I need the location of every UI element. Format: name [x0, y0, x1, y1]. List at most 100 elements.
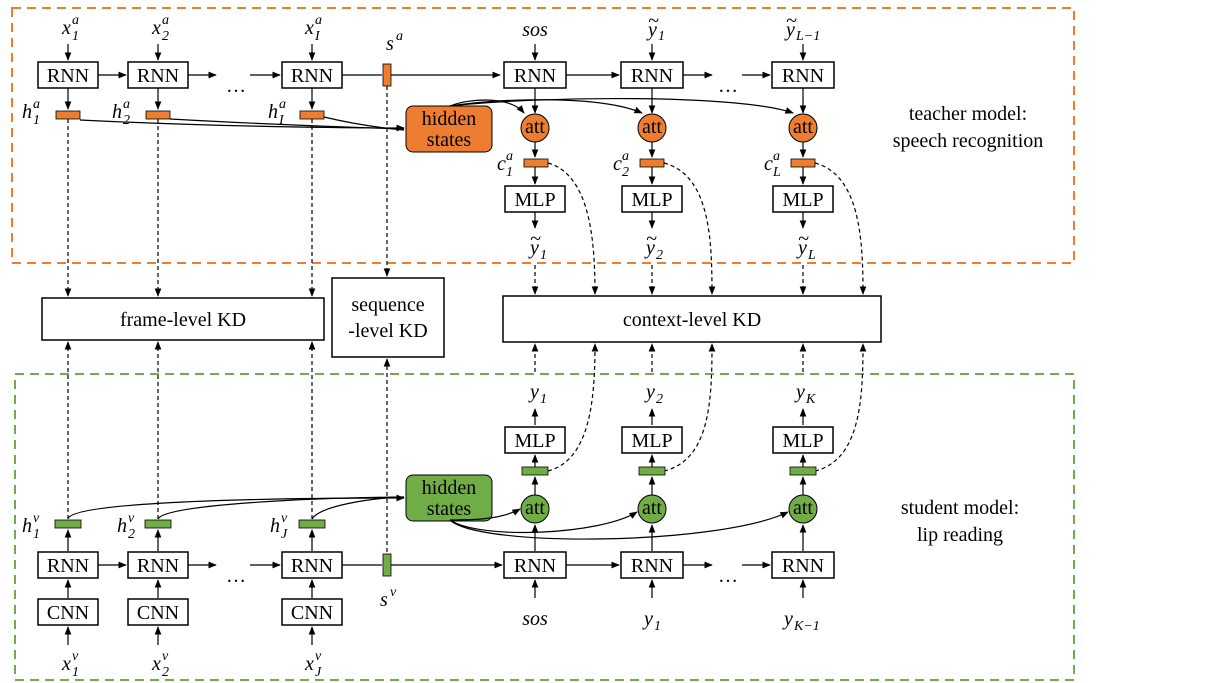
teacher-output-labels: y~1 y~2 y~L [528, 228, 816, 263]
svg-text:y: y [784, 19, 795, 41]
svg-text:2: 2 [123, 113, 130, 128]
svg-text:v: v [162, 649, 169, 664]
svg-text:x: x [304, 17, 314, 39]
svg-text:c: c [497, 153, 506, 175]
svg-text:hidden: hidden [422, 108, 476, 130]
student-att-1: att [520, 494, 550, 524]
svg-text:att: att [642, 497, 662, 519]
teacher-decoder-rnn-2: RNN [620, 61, 684, 89]
svg-text:v: v [390, 585, 397, 600]
student-encoder-ellipsis: … [226, 565, 246, 587]
svg-text:RNN: RNN [631, 65, 673, 87]
student-mlp-1: MLP [504, 426, 566, 454]
student-att-2: att [637, 494, 667, 524]
teacher-hidden-state-2 [145, 110, 171, 120]
svg-text:y: y [528, 381, 539, 403]
svg-text:L−1: L−1 [795, 29, 820, 44]
svg-text:x: x [61, 653, 71, 675]
svg-text:c: c [764, 153, 773, 175]
student-mlp-2: MLP [621, 426, 683, 454]
teacher-hidden-state-1 [55, 110, 81, 120]
svg-text:att: att [525, 116, 545, 138]
svg-text:RNN: RNN [137, 65, 179, 87]
svg-text:2: 2 [622, 165, 629, 180]
svg-text:h: h [117, 515, 127, 537]
teacher-encoder-rnn-I: RNN [281, 61, 343, 89]
student-hidden-states-box: hidden states [405, 474, 493, 522]
student-cnn-J: CNN [281, 598, 343, 626]
teacher-decoder-rnn-1: RNN [503, 61, 567, 89]
teacher-model-label-line2: speech recognition [893, 130, 1044, 152]
svg-text:K−1: K−1 [793, 619, 820, 634]
svg-text:v: v [33, 511, 40, 526]
student-model-label-line1: student model: [901, 497, 1019, 519]
svg-text:1: 1 [654, 619, 661, 634]
svg-text:y: y [642, 608, 653, 630]
svg-text:RNN: RNN [291, 555, 333, 577]
svg-text:RNN: RNN [291, 65, 333, 87]
svg-text:att: att [793, 116, 813, 138]
student-model-label-line2: lip reading [917, 524, 1003, 546]
svg-text:y: y [794, 381, 805, 403]
student-context-2 [638, 466, 666, 476]
svg-text:a: a [162, 13, 169, 28]
svg-text:1: 1 [540, 248, 547, 263]
teacher-mlp-2: MLP [621, 185, 683, 213]
teacher-decoder-ellipsis: … [718, 75, 738, 97]
student-cnn-2: CNN [127, 598, 189, 626]
svg-text:I: I [314, 29, 321, 44]
teacher-context-2 [639, 158, 665, 168]
svg-text:y: y [646, 19, 657, 41]
svg-text:y: y [782, 608, 793, 630]
svg-text:s: s [386, 33, 394, 55]
svg-text:1: 1 [658, 29, 665, 44]
svg-text:a: a [72, 13, 79, 28]
svg-text:att: att [793, 497, 813, 519]
svg-text:1: 1 [33, 527, 40, 542]
svg-text:~: ~ [798, 228, 809, 250]
svg-text:a: a [315, 13, 322, 28]
teacher-att-L: att [788, 113, 818, 143]
svg-text:L: L [807, 248, 816, 263]
teacher-decoder-rnn-L: RNN [771, 61, 835, 89]
student-att-K: att [788, 494, 818, 524]
svg-text:a: a [33, 97, 40, 112]
teacher-mlp-L: MLP [772, 185, 834, 213]
svg-text:RNN: RNN [137, 555, 179, 577]
svg-text:hidden: hidden [422, 477, 476, 499]
svg-text:sequence: sequence [351, 294, 424, 316]
teacher-region-border [11, 7, 1075, 264]
student-mlp-K: MLP [772, 426, 834, 454]
svg-text:v: v [72, 649, 79, 664]
svg-text:MLP: MLP [514, 430, 555, 452]
svg-text:a: a [123, 97, 130, 112]
teacher-context-L [790, 158, 816, 168]
student-hidden-state-J [298, 519, 326, 529]
context-level-kd-box: context-level KD [502, 295, 882, 343]
student-decoder-ellipsis: … [718, 565, 738, 587]
teacher-hidden-state-I [299, 110, 325, 120]
svg-text:2: 2 [656, 392, 663, 407]
student-hidden-state-1 [54, 519, 82, 529]
svg-text:~: ~ [648, 10, 659, 32]
student-sos-label: sos [522, 608, 548, 630]
svg-text:I: I [278, 113, 285, 128]
teacher-encoder-rnn-2: RNN [127, 61, 189, 89]
svg-text:RNN: RNN [782, 555, 824, 577]
teacher-encoder-rnn-1: RNN [37, 61, 99, 89]
svg-text:CNN: CNN [137, 602, 179, 624]
svg-text:att: att [642, 116, 662, 138]
svg-text:h: h [22, 101, 32, 123]
student-context-1 [521, 466, 549, 476]
svg-text:2: 2 [656, 248, 663, 263]
teacher-encoder-ellipsis: … [226, 75, 246, 97]
svg-text:2: 2 [162, 29, 169, 44]
svg-text:h: h [268, 101, 278, 123]
student-decoder-rnn-1: RNN [503, 551, 567, 579]
teacher-model-label-line1: teacher model: [909, 103, 1027, 125]
svg-text:CNN: CNN [47, 602, 89, 624]
